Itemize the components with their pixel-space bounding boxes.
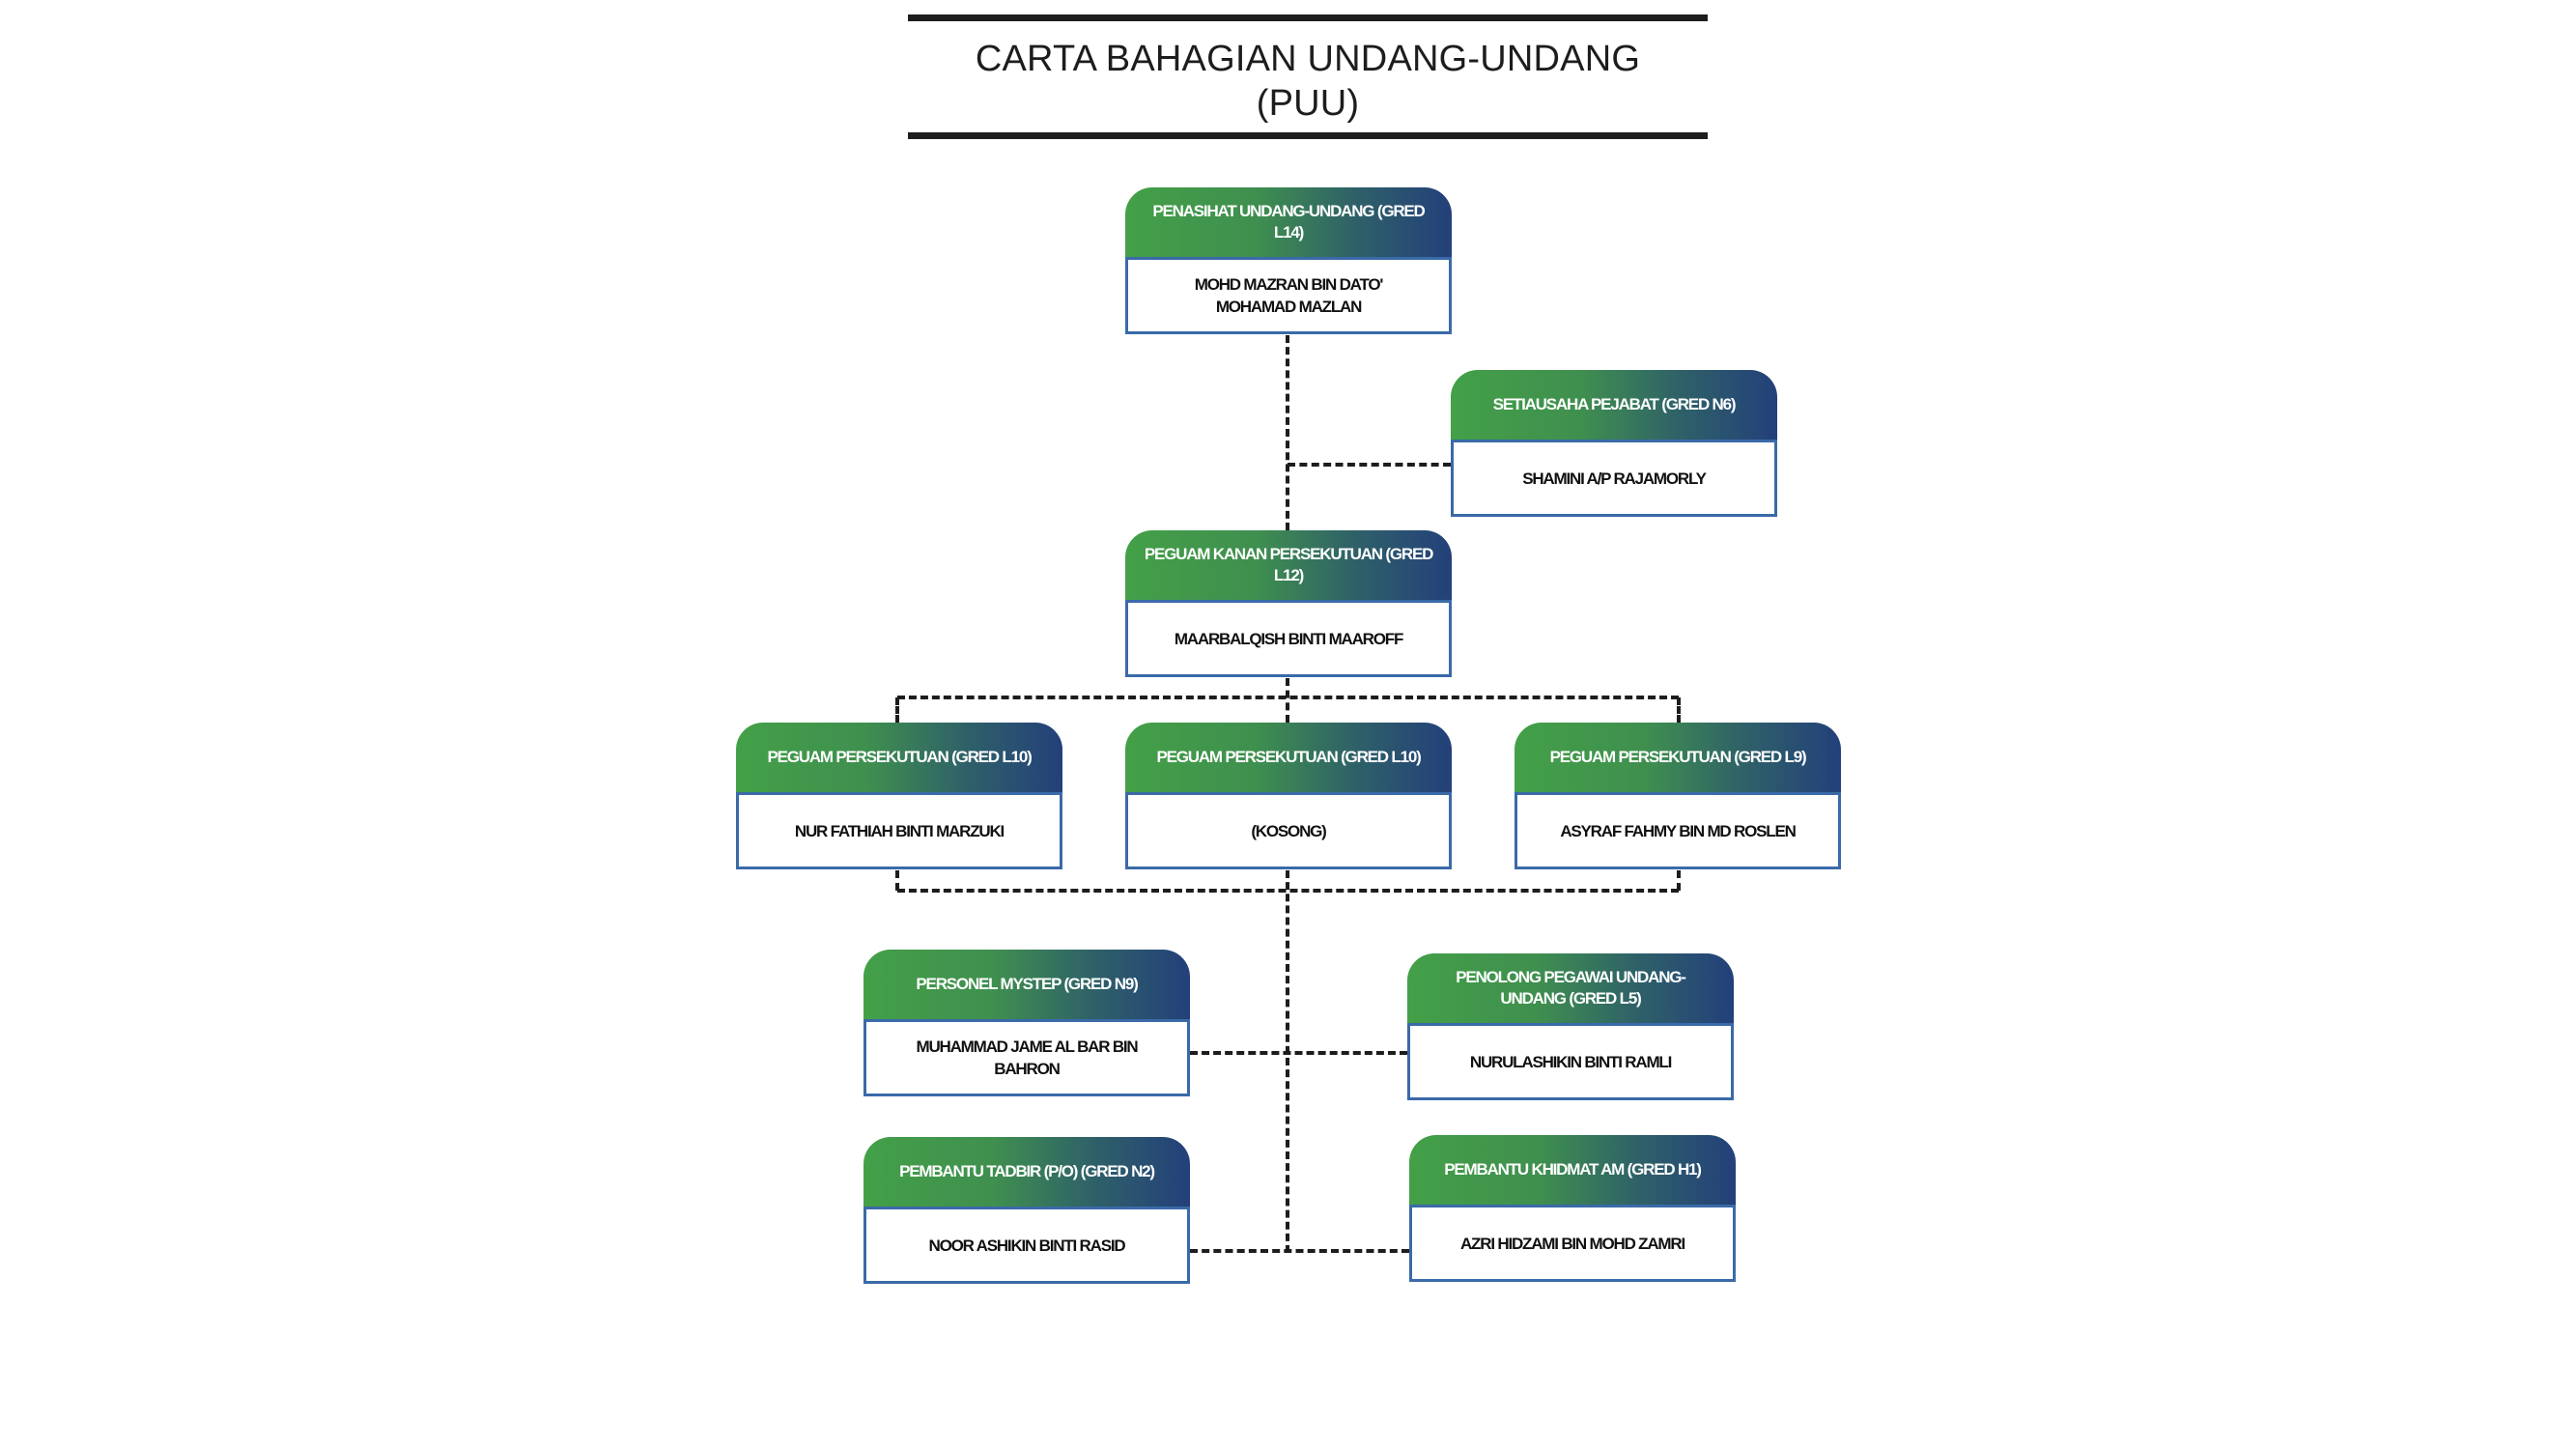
connector-rise-right <box>1677 870 1681 891</box>
node-name: NOOR ASHIKIN BINTI RASID <box>863 1207 1190 1284</box>
org-node-penasihat-undang-undang: PENASIHAT UNDANG-UNDANG (GRED L14) MOHD … <box>1125 187 1452 334</box>
connector-rise-left <box>895 870 899 891</box>
node-role: PEGUAM PERSEKUTUAN (GRED L10) <box>1125 723 1452 792</box>
connector-row5 <box>1190 1249 1409 1253</box>
node-role: PEGUAM PERSEKUTUAN (GRED L9) <box>1514 723 1841 792</box>
node-role: SETIAUSAHA PEJABAT (GRED N6) <box>1451 370 1777 440</box>
chart-title: CARTA BAHAGIAN UNDANG-UNDANG (PUU) <box>908 37 1708 126</box>
node-role: PEMBANTU KHIDMAT AM (GRED H1) <box>1409 1135 1736 1205</box>
connector-row4 <box>1190 1051 1407 1055</box>
connector-drop-left <box>895 697 899 723</box>
org-node-peguam-kanan-persekutuan: PEGUAM KANAN PERSEKUTUAN (GRED L12) MAAR… <box>1125 530 1452 677</box>
node-name: MUHAMMAD JAME AL BAR BIN BAHRON <box>863 1019 1190 1096</box>
org-node-penolong-pegawai-undang-undang: PENOLONG PEGAWAI UNDANG-UNDANG (GRED L5)… <box>1407 953 1734 1100</box>
node-role: PEGUAM KANAN PERSEKUTUAN (GRED L12) <box>1125 530 1452 600</box>
node-role: PENASIHAT UNDANG-UNDANG (GRED L14) <box>1125 187 1452 257</box>
node-name: ASYRAF FAHMY BIN MD ROSLEN <box>1514 792 1841 869</box>
org-node-pembantu-tadbir: PEMBANTU TADBIR (P/O) (GRED N2) NOOR ASH… <box>863 1137 1190 1284</box>
node-name: AZRI HIDZAMI BIN MOHD ZAMRI <box>1409 1205 1736 1282</box>
chart-title-line1: CARTA BAHAGIAN UNDANG-UNDANG <box>975 39 1641 79</box>
node-role: PENOLONG PEGAWAI UNDANG-UNDANG (GRED L5) <box>1407 953 1734 1023</box>
connector-lower-vertical <box>1286 870 1289 1253</box>
connector-drop-right <box>1677 697 1681 723</box>
org-node-peguam-persekutuan-1: PEGUAM PERSEKUTUAN (GRED L10) NUR FATHIA… <box>736 723 1062 869</box>
node-role: PEMBANTU TADBIR (P/O) (GRED N2) <box>863 1137 1190 1207</box>
org-node-peguam-persekutuan-3: PEGUAM PERSEKUTUAN (GRED L9) ASYRAF FAHM… <box>1514 723 1841 869</box>
node-name: MOHD MAZRAN BIN DATO' MOHAMAD MAZLAN <box>1125 257 1452 334</box>
connector-setiausaha <box>1288 463 1451 467</box>
title-bottom-rule <box>908 132 1708 139</box>
node-role: PERSONEL MYSTEP (GRED N9) <box>863 950 1190 1019</box>
org-node-personel-mystep: PERSONEL MYSTEP (GRED N9) MUHAMMAD JAME … <box>863 950 1190 1096</box>
node-name: NUR FATHIAH BINTI MARZUKI <box>736 792 1062 869</box>
node-role: PEGUAM PERSEKUTUAN (GRED L10) <box>736 723 1062 792</box>
node-name: (KOSONG) <box>1125 792 1452 869</box>
connector-main-vertical <box>1286 335 1289 530</box>
chart-title-line2: (PUU) <box>1256 83 1360 124</box>
org-node-peguam-persekutuan-2: PEGUAM PERSEKUTUAN (GRED L10) (KOSONG) <box>1125 723 1452 869</box>
node-name: NURULASHIKIN BINTI RAMLI <box>1407 1023 1734 1100</box>
connector-upper-bus <box>897 696 1679 699</box>
org-node-setiausaha-pejabat: SETIAUSAHA PEJABAT (GRED N6) SHAMINI A/P… <box>1451 370 1777 517</box>
node-name: MAARBALQISH BINTI MAAROFF <box>1125 600 1452 677</box>
title-top-rule <box>908 14 1708 21</box>
node-name: SHAMINI A/P RAJAMORLY <box>1451 440 1777 517</box>
connector-main-vertical-2 <box>1286 678 1289 723</box>
org-node-pembantu-khidmat-am: PEMBANTU KHIDMAT AM (GRED H1) AZRI HIDZA… <box>1409 1135 1736 1282</box>
